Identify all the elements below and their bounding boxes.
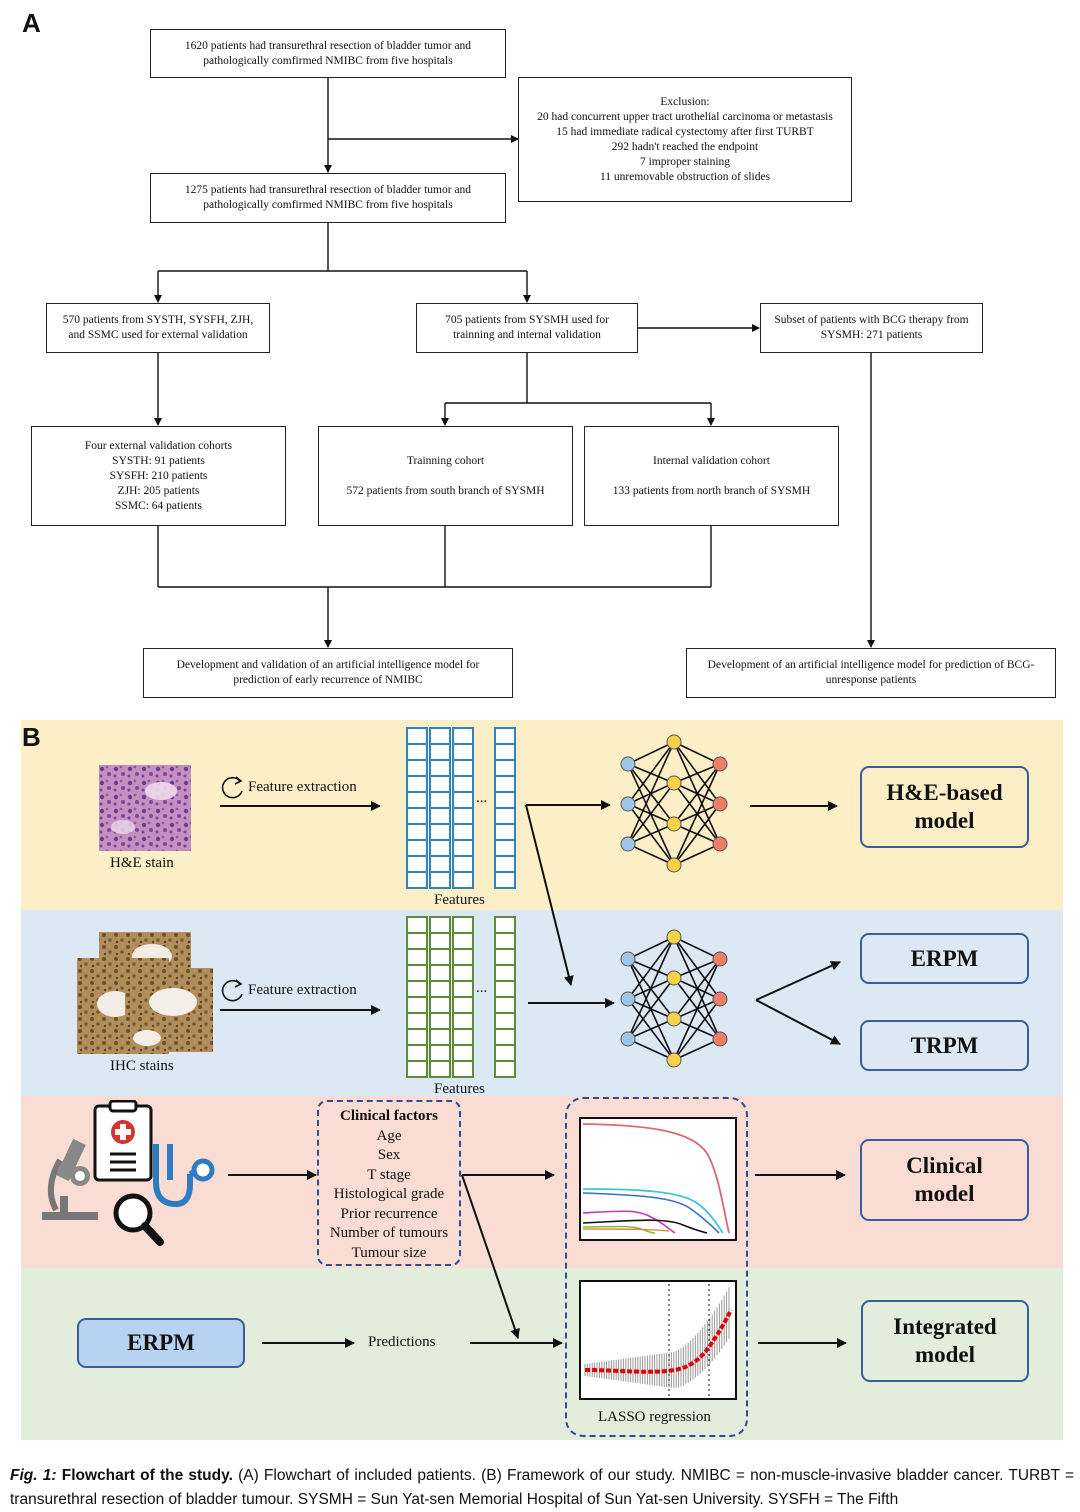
neuron <box>666 775 682 791</box>
neuron <box>666 857 682 873</box>
neuron <box>712 836 728 852</box>
lasso-container <box>565 1097 748 1437</box>
he-stain-image <box>99 765 191 851</box>
survival-curves-plot <box>579 1117 737 1241</box>
dev-bcg-model-box: Development of an artificial intelligenc… <box>686 648 1056 698</box>
band-clinical <box>21 1096 1063 1268</box>
neuron <box>620 836 636 852</box>
neural-network-he <box>620 734 728 873</box>
ihc-feature-columns <box>406 916 516 1078</box>
predictions-label: Predictions <box>368 1334 436 1350</box>
caption-title: Flowchart of the study. <box>61 1467 233 1484</box>
erpm-input-box: ERPM <box>77 1318 245 1368</box>
dev-nmibc-model-box: Development and validation of an artific… <box>143 648 513 698</box>
clinical-factor: Sex <box>377 1147 401 1163</box>
neuron <box>666 816 682 832</box>
clinical-factor: Prior recurrence <box>340 1205 438 1222</box>
neuron <box>666 970 682 986</box>
clinical-factor: Number of tumours <box>329 1225 449 1241</box>
included-patients-box: 1275 patients had transurethral resectio… <box>150 173 506 223</box>
integrated-model-box: Integrated model <box>861 1300 1029 1382</box>
neuron <box>620 756 636 772</box>
he-stain-label: H&E stain <box>110 855 174 871</box>
clipboard-icon <box>93 1100 153 1182</box>
he-features-label: Features <box>434 892 485 908</box>
feature-extraction-label-ihc: Feature extraction <box>248 982 357 998</box>
neuron <box>620 991 636 1007</box>
neuron <box>712 1031 728 1047</box>
clinical-icons <box>42 1100 215 1246</box>
clinical-factor: Histological grade <box>333 1186 445 1202</box>
neuron <box>666 929 682 945</box>
panel-a-connectors <box>154 78 875 648</box>
clinical-factor: Age <box>376 1127 402 1144</box>
external-cohorts-box: Four external validation cohorts SYSTH: … <box>31 426 286 526</box>
trpm-model-box: TRPM <box>860 1020 1029 1071</box>
clinical-factor: T stage <box>367 1166 411 1183</box>
exclusion-box: Exclusion: 20 had concurrent upper tract… <box>518 77 852 202</box>
he-based-model-box: H&E-based model <box>860 766 1029 848</box>
clinical-factors-box: Clinical factors Age Sex T stage Histolo… <box>317 1100 461 1266</box>
feature-extraction-label-he: Feature extraction <box>248 779 357 795</box>
caption-text: (A) Flowchart of included patients. (B) … <box>10 1467 1075 1508</box>
neuron <box>666 1052 682 1068</box>
refresh-icon <box>221 979 243 1002</box>
neuron <box>712 796 728 812</box>
magnifier-icon <box>113 1193 164 1246</box>
ihc-features-ellipsis: ... <box>476 980 488 996</box>
lasso-regression-plot <box>579 1280 737 1400</box>
figure-caption: Fig. 1: Flowchart of the study. (A) Flow… <box>10 1464 1074 1512</box>
stethoscope-icon <box>153 1144 215 1208</box>
bcg-subset-box: Subset of patients with BCG therapy from… <box>760 303 983 353</box>
ihc-features-label: Features <box>434 1081 485 1097</box>
neural-network-ihc <box>620 929 728 1068</box>
he-features-ellipsis: ... <box>476 790 488 806</box>
refresh-icon <box>221 776 243 799</box>
ihc-stains-image <box>77 932 213 1054</box>
external-validation-box: 570 patients from SYSTH, SYSFH, ZJH,and … <box>46 303 270 353</box>
neuron <box>620 1031 636 1047</box>
neuron <box>620 796 636 812</box>
neuron <box>666 1011 682 1027</box>
panel-a-letter: A <box>22 8 41 38</box>
panel-b-letter: B <box>22 722 41 752</box>
he-feature-columns <box>406 727 516 889</box>
neuron <box>666 734 682 750</box>
caption-fig-number: Fig. 1: <box>10 1467 57 1484</box>
neuron <box>712 951 728 967</box>
initial-patients-box: 1620 patients had transurethral resectio… <box>150 29 506 78</box>
clinical-factors-title: Clinical factors <box>340 1108 438 1124</box>
neuron <box>712 756 728 772</box>
neuron <box>620 951 636 967</box>
microscope-icon <box>42 1138 98 1220</box>
clinical-model-box: Clinical model <box>860 1139 1029 1221</box>
neuron <box>712 991 728 1007</box>
clinical-factor: Tumour size <box>351 1244 427 1261</box>
erpm-model-box: ERPM <box>860 933 1029 984</box>
ihc-stains-label: IHC stains <box>110 1058 174 1074</box>
lasso-regression-label: LASSO regression <box>598 1409 711 1425</box>
